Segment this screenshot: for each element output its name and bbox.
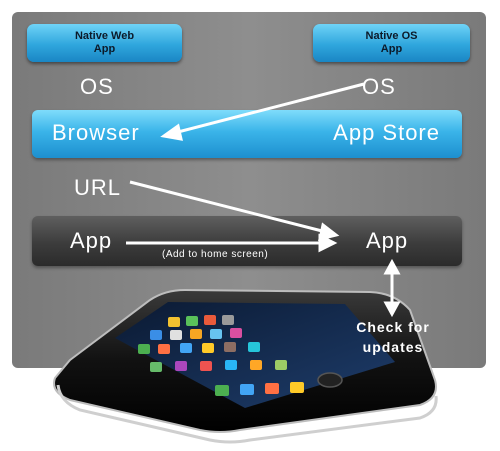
arrow-head-app-url — [318, 222, 340, 242]
os-label-right: OS — [362, 74, 396, 99]
check-line2: updates — [362, 339, 424, 355]
app-bar: App App (Add to home screen) — [32, 216, 462, 266]
native-os-app-line1: Native OS — [365, 30, 418, 42]
app-store-label: App Store — [333, 120, 440, 145]
os-label-left: OS — [80, 74, 114, 99]
url-label: URL — [74, 175, 122, 200]
native-os-app-box: Native OS App — [313, 24, 470, 62]
app-label-right: App — [366, 228, 409, 253]
arrow-os-to-browser — [173, 82, 365, 135]
browser-label: Browser — [52, 120, 140, 145]
app-icons-grid — [138, 315, 304, 396]
native-os-app-line2: App — [380, 43, 403, 55]
check-updates-label: Check for updates — [345, 317, 441, 357]
app-label-left: App — [70, 228, 113, 253]
browser-appstore-bar: Browser App Store — [32, 110, 462, 158]
arrow-head-browser — [160, 123, 183, 141]
arrow-url-to-app — [129, 180, 327, 234]
native-web-app-line1: Native Web — [74, 30, 135, 42]
arrow-head-down — [383, 301, 401, 318]
home-button — [317, 372, 343, 388]
native-web-app-box: Native Web App — [27, 24, 182, 62]
check-line1: Check for — [356, 319, 430, 335]
arrows — [126, 82, 401, 318]
phone-body — [53, 288, 438, 444]
arrow-head-app — [318, 233, 338, 253]
arrow-head-up — [383, 258, 401, 275]
native-web-app-line2: App — [93, 43, 116, 55]
add-to-home-label: (Add to home screen) — [162, 249, 269, 260]
